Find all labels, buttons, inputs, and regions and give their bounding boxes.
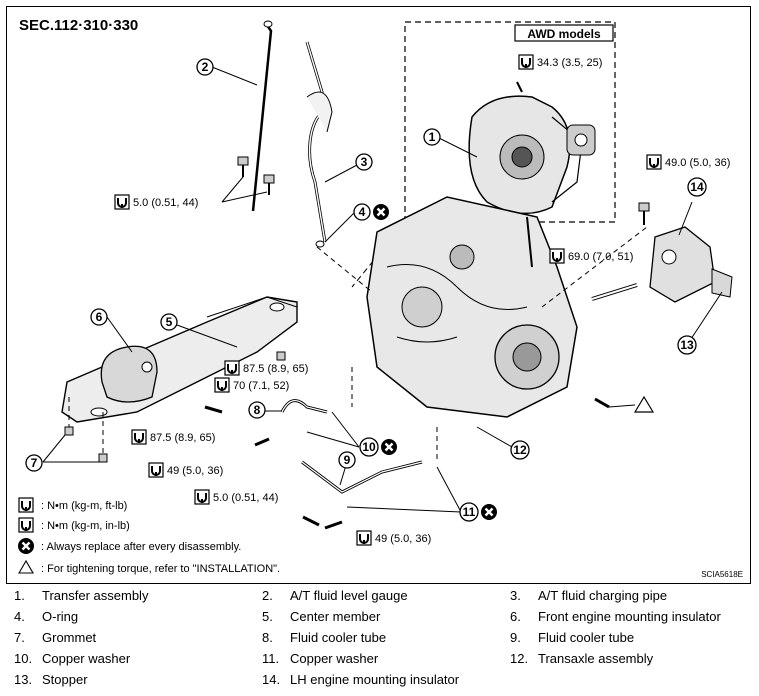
- svg-text:13: 13: [680, 338, 694, 352]
- svg-text:69.0 (7.0, 51): 69.0 (7.0, 51): [568, 251, 633, 263]
- callout-8: 8: [248, 401, 266, 419]
- svg-text:12: 12: [513, 443, 527, 457]
- svg-text:9: 9: [344, 453, 351, 467]
- transaxle-assembly-drawing: [366, 196, 578, 418]
- callout-12: 12: [510, 440, 530, 460]
- callout-14: 14: [687, 177, 707, 197]
- awd-label-box: [514, 24, 614, 42]
- callout-1: 1: [423, 128, 441, 146]
- replace-icon-10: [379, 437, 399, 457]
- part-item: 9.Fluid cooler tube: [510, 630, 635, 645]
- torque-t5: 87.5 (8.9, 65): [224, 360, 308, 376]
- leader-lines: [42, 66, 723, 513]
- torque-t6: 70 (7.1, 52): [214, 377, 289, 393]
- svg-text:2: 2: [202, 60, 209, 74]
- callout-10: 10: [359, 437, 379, 457]
- callout-11: 11: [459, 502, 479, 522]
- part-item: 2.A/T fluid level gauge: [262, 588, 408, 603]
- charging-pipe-drawing: [305, 41, 333, 248]
- callout-13: 13: [677, 335, 697, 355]
- svg-text:6: 6: [96, 310, 103, 324]
- transfer-assembly-drawing: [468, 81, 596, 215]
- svg-text:5.0 (0.51, 44): 5.0 (0.51, 44): [213, 492, 278, 504]
- svg-text:4: 4: [359, 205, 366, 219]
- callout-3: 3: [355, 153, 373, 171]
- part-item: 10.Copper washer: [14, 651, 131, 666]
- callout-6: 6: [90, 308, 108, 326]
- part-item: 1.Transfer assembly: [14, 588, 149, 603]
- svg-text:87.5 (8.9, 65): 87.5 (8.9, 65): [150, 432, 215, 444]
- svg-text:70 (7.1, 52): 70 (7.1, 52): [233, 380, 289, 392]
- svg-text:49.0 (5.0, 36): 49.0 (5.0, 36): [665, 157, 730, 169]
- part-item: 12.Transaxle assembly: [510, 651, 654, 666]
- cooler-tube-8-drawing: [280, 399, 328, 414]
- svg-text:87.5 (8.9, 65): 87.5 (8.9, 65): [243, 363, 308, 375]
- cooler-tube-9-drawing: [301, 460, 423, 494]
- bolt-69-long: [591, 283, 638, 301]
- legend-inlb-text: : N•m (kg-m, in-lb): [41, 520, 130, 532]
- legend-replace-text: : Always replace after every disassembly…: [41, 541, 241, 553]
- legend-refer-text: : For tightening torque, refer to "INSTA…: [41, 563, 280, 575]
- svg-text:3: 3: [361, 155, 368, 169]
- bolt-49-right: [638, 202, 650, 225]
- torque-t3: 49.0 (5.0, 36): [646, 154, 730, 170]
- legend-inlb-icon: [18, 517, 34, 533]
- diagram-frame: SEC.112·310·330 AWD models: [6, 6, 751, 584]
- torque-t7: 87.5 (8.9, 65): [131, 429, 215, 445]
- callout-9: 9: [338, 451, 356, 469]
- svg-text:5.0 (0.51, 44): 5.0 (0.51, 44): [133, 197, 198, 209]
- bolts-upper-left: [221, 156, 275, 203]
- svg-text:7: 7: [31, 456, 38, 470]
- awd-label: AWD models: [527, 27, 601, 41]
- svg-text:5: 5: [166, 315, 173, 329]
- svg-text:11: 11: [463, 505, 476, 519]
- legend-replace-icon: [16, 536, 36, 556]
- callout-5: 5: [160, 313, 178, 331]
- torque-t9: 5.0 (0.51, 44): [194, 489, 278, 505]
- part-item: 3.A/T fluid charging pipe: [510, 588, 668, 603]
- front-mount-insulator-drawing: [100, 345, 158, 403]
- legend-refer-icon: [18, 559, 34, 574]
- svg-text:14: 14: [690, 180, 704, 194]
- part-item: 6.Front engine mounting insulator: [510, 609, 721, 624]
- part-item: 5.Center member: [262, 609, 381, 624]
- replace-icon-4: [371, 202, 391, 222]
- figure-code: SCIA5618E: [701, 570, 743, 579]
- exploded-view-diagram: AWD models: [16, 20, 743, 579]
- lh-insulator-drawing: [649, 226, 733, 303]
- callout-2: 2: [196, 58, 214, 76]
- torque-t2: 5.0 (0.51, 44): [114, 194, 198, 210]
- part-item: 13.Stopper: [14, 672, 88, 687]
- refer-triangle-icon: [633, 395, 655, 413]
- svg-text:49 (5.0, 36): 49 (5.0, 36): [167, 465, 223, 477]
- part-item: 7.Grommet: [14, 630, 97, 645]
- torque-t4: 69.0 (7.0, 51): [549, 248, 633, 264]
- callout-4: 4: [353, 203, 371, 221]
- legend-ftlb-text: : N•m (kg-m, ft-lb): [41, 500, 127, 512]
- legend-ftlb-icon: [18, 497, 34, 513]
- part-item: 8.Fluid cooler tube: [262, 630, 387, 645]
- svg-text:8: 8: [254, 403, 261, 417]
- part-item: 11.Copper washer: [262, 651, 379, 666]
- part-item: 4.O-ring: [14, 609, 79, 624]
- fluid-level-gauge-drawing: [251, 20, 273, 212]
- torque-t10: 49 (5.0, 36): [356, 530, 431, 546]
- torque-t8: 49 (5.0, 36): [148, 462, 223, 478]
- section-title: SEC.112·310·330: [19, 17, 139, 34]
- part-item: 14.LH engine mounting insulator: [262, 672, 460, 687]
- svg-text:49 (5.0, 36): 49 (5.0, 36): [375, 533, 431, 545]
- replace-icon-11: [479, 502, 499, 522]
- torque-t1: 34.3 (3.5, 25): [518, 54, 602, 70]
- assembly-lines: [68, 226, 648, 462]
- svg-text:10: 10: [362, 440, 376, 454]
- svg-text:1: 1: [429, 130, 436, 144]
- callout-7: 7: [25, 454, 43, 472]
- svg-text:34.3 (3.5, 25): 34.3 (3.5, 25): [537, 57, 602, 69]
- misc-bolts: [64, 351, 610, 530]
